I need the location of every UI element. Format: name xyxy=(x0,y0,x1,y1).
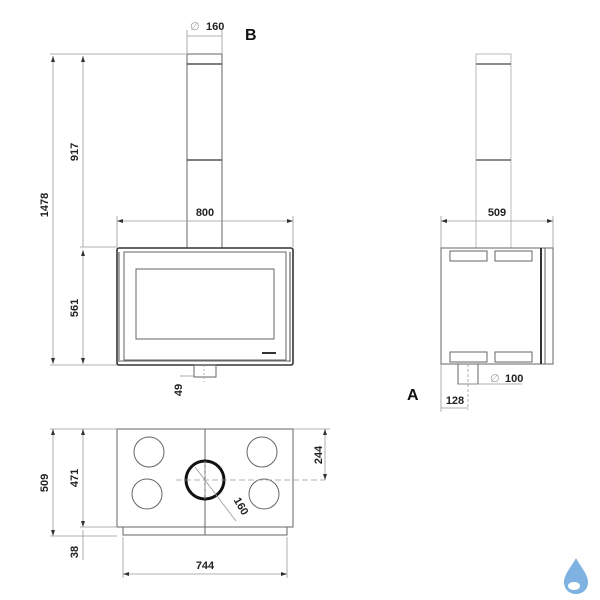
view-label-a: A xyxy=(407,387,419,404)
body-width-label: 800 xyxy=(196,207,214,219)
flue-height-label: 917 xyxy=(69,143,81,161)
total-height-label: 1478 xyxy=(39,193,51,217)
top-width-label: 744 xyxy=(196,560,215,572)
inlet-offset-label: 128 xyxy=(446,395,464,407)
bottom-outlet xyxy=(193,364,217,378)
front-trim-label: 38 xyxy=(69,546,81,558)
top-body-depth-label: 471 xyxy=(69,469,81,487)
glass-door xyxy=(135,268,275,340)
view-label-b: B xyxy=(245,27,257,44)
body-height-label: 561 xyxy=(69,299,81,317)
inlet-diameter-symbol: ∅ xyxy=(490,373,500,385)
inlet-diameter-label: 100 xyxy=(505,373,523,385)
bottom-outlet-label: 49 xyxy=(173,384,185,396)
flue-diameter-label: 160 xyxy=(206,21,224,33)
side-view: 509 ∅ 100 128 A xyxy=(407,53,554,412)
side-depth-label: 509 xyxy=(488,207,506,219)
flue-offset-label: 244 xyxy=(313,445,325,464)
top-total-depth-label: 509 xyxy=(39,474,51,492)
front-view: ∅ 160 B 1478 917 561 800 xyxy=(39,21,294,396)
top-flue-diameter-label: 160 xyxy=(231,496,251,518)
firebox-body xyxy=(116,247,294,366)
top-view: 160 509 471 38 244 744 xyxy=(39,428,330,578)
diameter-symbol: ∅ xyxy=(190,21,200,33)
side-body xyxy=(440,247,554,365)
water-drop-logo-icon xyxy=(564,558,588,594)
